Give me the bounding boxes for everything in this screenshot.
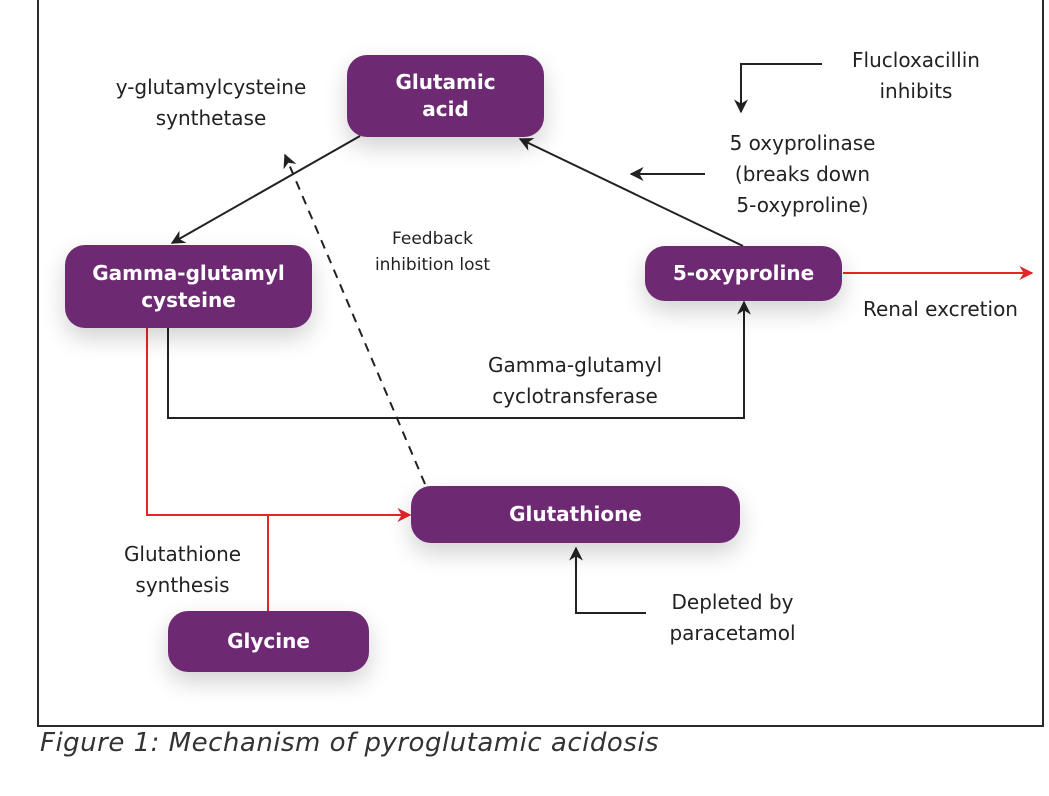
edge-oxyproline-to-glutamic — [518, 138, 744, 247]
label-paracetamol: Depleted by paracetamol — [669, 590, 796, 645]
node-5-oxyproline: 5-oxyproline — [645, 246, 842, 301]
edge-flucloxacillin-inhibits — [734, 63, 822, 114]
node-gamma-glutamyl-cysteine: Gamma-glutamyl cysteine — [65, 245, 312, 328]
label-glutathione-synthesis: Glutathione synthesis — [123, 542, 242, 597]
label-cyclotransferase: Gamma-glutamyl cyclotransferase — [487, 353, 663, 408]
node-glutathione: Glutathione — [411, 486, 740, 543]
edge-glutamic-to-gammaglutamyl — [170, 135, 361, 244]
node-glycine: Glycine — [168, 611, 369, 672]
label-renal-excretion: Renal excretion — [863, 297, 1018, 321]
label-flucloxacillin: Flucloxacillin inhibits — [852, 48, 980, 103]
edge-paracetamol-depletes — [569, 546, 646, 614]
edge-gammaglutamyl-to-glutathione — [146, 328, 412, 522]
label-feedback: Feedback inhibition lost — [374, 229, 491, 275]
label-oxyprolinase: 5 oxyprolinase (breaks down 5-oxyproline… — [729, 131, 876, 217]
edge-gammaglutamyl-to-oxyproline — [167, 300, 751, 419]
label-synthetase: y-glutamylcysteine synthetase — [115, 75, 307, 130]
edge-feedback-dashed — [283, 153, 426, 485]
node-glutamic-acid: Glutamic acid — [347, 55, 544, 137]
figure-caption: Figure 1: Mechanism of pyroglutamic acid… — [40, 728, 660, 758]
